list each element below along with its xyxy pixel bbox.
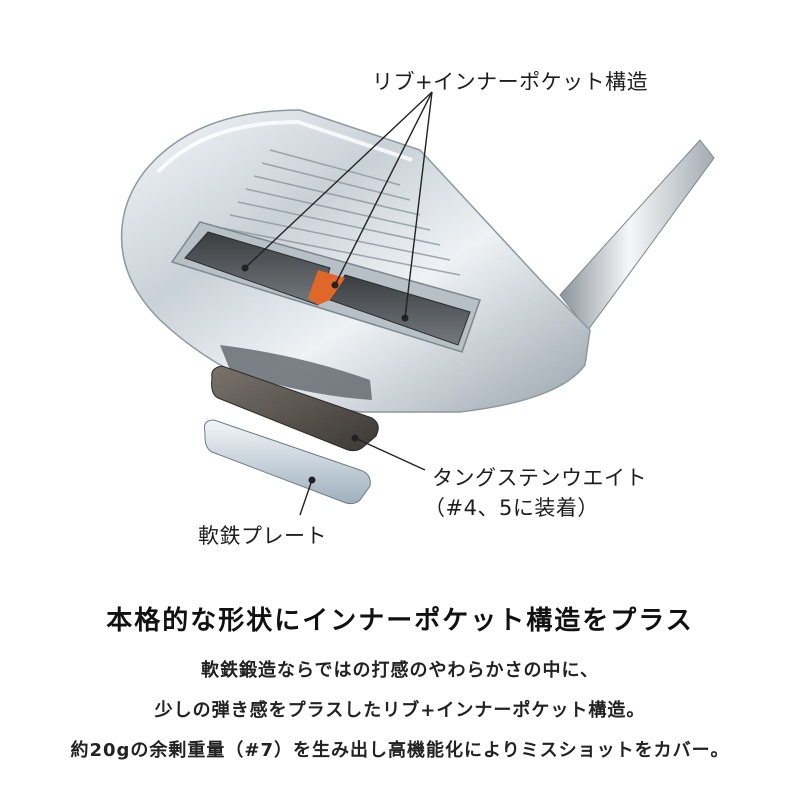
label-rib-pocket: リブ+インナーポケット構造 xyxy=(372,70,649,94)
inner-pocket-left xyxy=(184,231,331,306)
rib-pointer-lines xyxy=(244,91,433,319)
label-tungsten-note: （#4、5に装着） xyxy=(424,496,599,520)
body-line-1: 軟鉄鍛造ならではの打感のやわらかさの中に、 xyxy=(201,660,599,681)
shaft xyxy=(559,139,715,331)
tungsten-weight xyxy=(211,365,379,452)
body-line-2: 少しの弾き感をプラスしたリブ+インナーポケット構造。 xyxy=(154,700,646,721)
label-tungsten-weight: タングステンウエイト xyxy=(432,466,647,490)
label-soft-iron-plate: 軟鉄プレート xyxy=(198,524,327,548)
headline: 本格的な形状にインナーポケット構造をプラス xyxy=(106,606,694,636)
body-line-3: 約20gの余剰重量（#7）を生み出し高機能化によりミスショットをカバー。 xyxy=(70,740,730,761)
iron-illustration xyxy=(120,91,715,516)
club-diagram: リブ+インナーポケット構造 タングステンウエイト （#4、5に装着） 軟鉄プレー… xyxy=(120,70,715,548)
rib-accent xyxy=(308,270,345,305)
soft-iron-plate xyxy=(203,419,371,505)
